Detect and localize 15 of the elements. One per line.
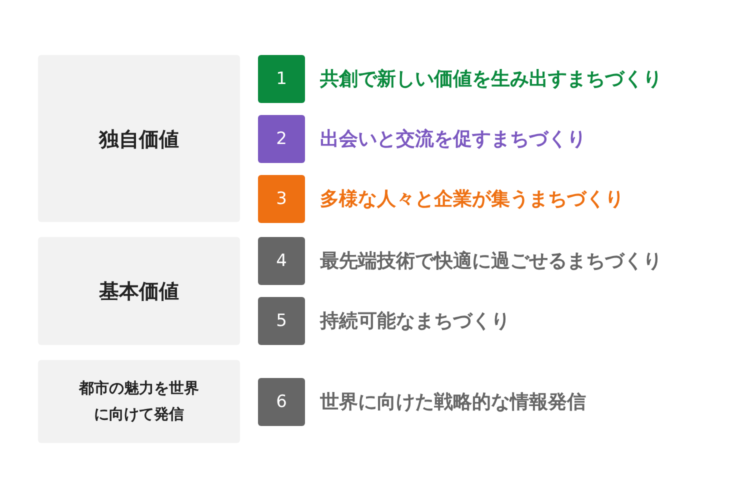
- item-title: 共創で新しい価値を生み出すまちづくり: [320, 67, 662, 92]
- category-label: 基本価値: [99, 278, 179, 305]
- item-number: 6: [275, 391, 288, 414]
- item-number: 5: [275, 310, 288, 333]
- item-title: 出会いと交流を促すまちづくり: [320, 127, 586, 152]
- item-number: 3: [275, 188, 288, 211]
- category-label: 独自価値: [99, 126, 179, 152]
- item-number: 4: [275, 250, 288, 273]
- category-label: 都市の魅力を世界に向けて発信: [78, 378, 200, 424]
- item-number: 2: [275, 128, 288, 151]
- item-number: 1: [275, 68, 288, 91]
- item-title: 持続可能なまちづくり: [320, 309, 510, 334]
- item-title: 多様な人々と企業が集うまちづくり: [320, 187, 624, 212]
- item-title: 最先端技術で快適に過ごせるまちづくり: [320, 249, 662, 274]
- item-title: 世界に向けた戦略的な情報発信: [320, 390, 586, 415]
